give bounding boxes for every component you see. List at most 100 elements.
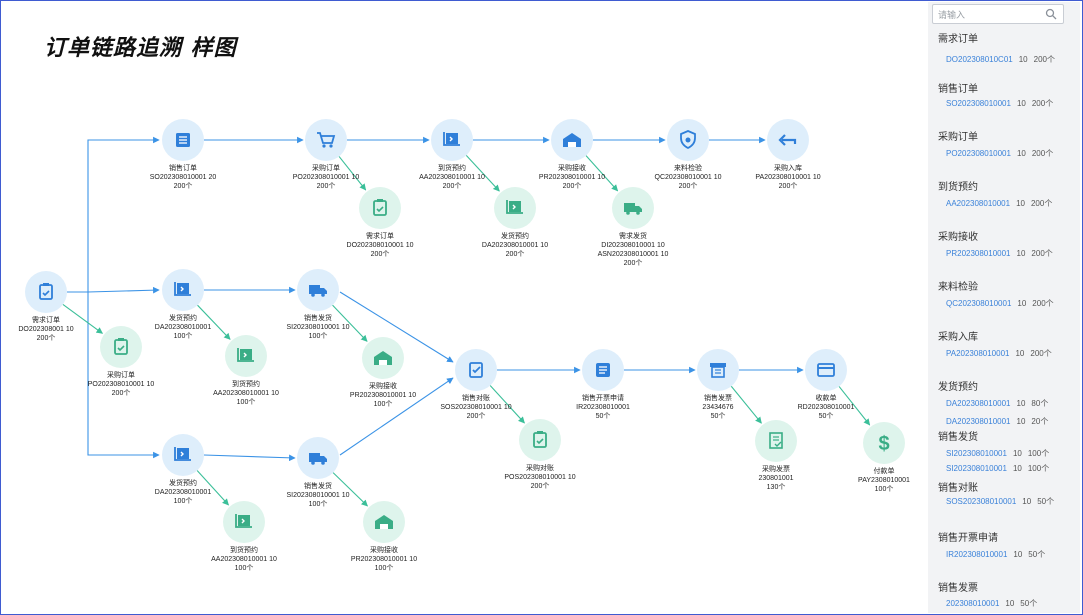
truck-icon <box>309 285 327 297</box>
sidebar-row-code[interactable]: DA202308010001 <box>946 399 1011 408</box>
node-detail: 200个 <box>779 182 798 190</box>
node-detail: SI202308010001 10 <box>286 324 349 331</box>
printer-icon <box>710 363 726 378</box>
sidebar-row-code[interactable]: PA202308010001 <box>946 349 1010 358</box>
sidebar-row-count: 100个 <box>1027 464 1050 473</box>
sidebar-row-code[interactable]: SI202308010001 <box>946 464 1007 473</box>
sidebar-row-qty: 10 <box>1015 349 1025 358</box>
sidebar-section-title: 来料检验 <box>938 282 978 293</box>
sidebar-row-code[interactable]: PO202308010001 <box>946 149 1011 158</box>
node-detail: IR202308010001 <box>576 404 630 411</box>
sidebar-row-code[interactable]: AA202308010001 <box>946 199 1011 208</box>
node-circle[interactable] <box>519 419 561 461</box>
sidebar-row-code[interactable]: PR202308010001 <box>946 249 1011 258</box>
node-detail: PO202308010001 10 <box>88 381 155 388</box>
warehouse-icon <box>563 133 581 147</box>
node-detail: 200个 <box>506 250 525 258</box>
node-detail: AA202308010001 10 <box>419 174 485 181</box>
sidebar-row-code[interactable]: SO202308010001 <box>946 99 1011 108</box>
flow-arrow <box>339 291 454 363</box>
sidebar-row-code[interactable]: 202308010001 <box>946 599 1000 608</box>
node-detail: DO202308001 10 <box>18 326 73 333</box>
node-detail: 100个 <box>235 564 254 572</box>
node-name: 采购接收 <box>369 381 397 390</box>
node-name: 采购订单 <box>312 163 340 172</box>
node-circle[interactable] <box>100 326 142 368</box>
dolly-icon <box>235 514 252 528</box>
flow-arrow <box>67 136 160 293</box>
sidebar-row-count: 200个 <box>1031 149 1054 158</box>
sidebar-section-title: 销售发货 <box>938 432 978 443</box>
node-circle[interactable] <box>359 187 401 229</box>
sidebar-row-code[interactable]: DO202308010C01 <box>946 55 1013 64</box>
node-detail: 100个 <box>374 400 393 408</box>
sidebar-row-code[interactable]: IR202308010001 <box>946 550 1008 559</box>
truck-icon <box>309 453 327 465</box>
flow-arrow <box>465 155 500 192</box>
sidebar-row-code[interactable]: QC202308010001 <box>946 299 1012 308</box>
node-name: 销售发票 <box>704 393 732 402</box>
node-detail: SO202308010001 20 <box>150 174 217 181</box>
sidebar-row-code[interactable]: SOS202308010001 <box>946 497 1017 506</box>
sidebar-row-count: 200个 <box>1030 199 1053 208</box>
sidebar-section-title: 采购订单 <box>938 132 978 143</box>
node-name: 采购入库 <box>774 163 802 172</box>
sidebar-row-code[interactable]: SI202308010001 <box>946 449 1007 458</box>
search-icon[interactable] <box>1045 8 1057 20</box>
node-circle[interactable] <box>25 271 67 313</box>
dolly-icon <box>174 282 191 296</box>
node-circle[interactable] <box>863 422 905 464</box>
node-circle[interactable] <box>805 349 847 391</box>
node-circle[interactable] <box>755 420 797 462</box>
node-name: 销售开票申请 <box>582 393 624 402</box>
node-detail: 100个 <box>875 485 894 493</box>
node-name: 需求订单 <box>32 315 60 324</box>
node-name: 需求发货 <box>619 231 647 240</box>
node-circle[interactable] <box>305 119 347 161</box>
sidebar-row-code[interactable]: DA202308010001 <box>946 417 1011 426</box>
sidebar-row[interactable]: PA202308010001 10 200个 <box>946 348 1058 359</box>
node-name: 销售发货 <box>304 313 332 322</box>
sidebar-row-count: 200个 <box>1030 349 1052 358</box>
search-input[interactable]: 请输入 <box>932 4 1064 24</box>
